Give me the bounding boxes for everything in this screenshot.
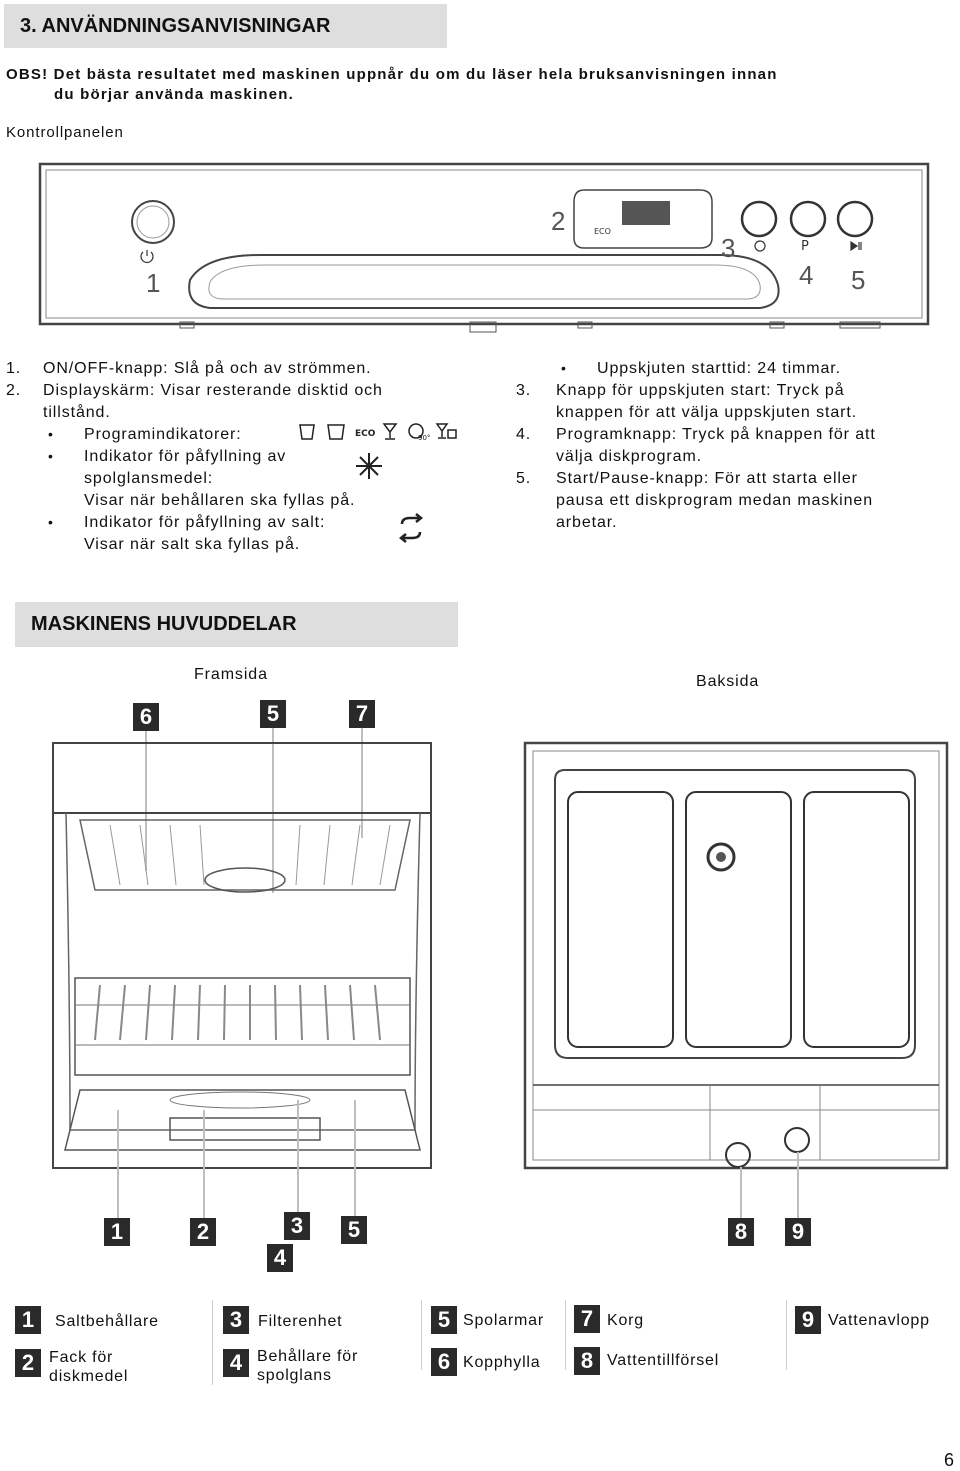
front-label: Framsida (194, 666, 268, 683)
front-marker-4: 4 (267, 1244, 293, 1272)
parts-title-bar: MASKINENS HUVUDDELAR (15, 602, 458, 647)
section-title: 3. ANVÄNDNINGSANVISNINGAR (20, 14, 331, 37)
legend-badge-9: 9 (795, 1306, 821, 1334)
front-marker-5-bottom: 5 (341, 1216, 367, 1244)
legend-text-5: Spolarmar (463, 1312, 545, 1329)
leader-line-5-bottom (354, 1100, 356, 1216)
legend-text-6: Kopphylla (463, 1354, 541, 1371)
leader-line-8 (740, 1167, 742, 1218)
legend-text-3: Filterenhet (258, 1313, 343, 1330)
back-view-illustration (523, 741, 949, 1170)
front-marker-3: 3 (284, 1212, 310, 1240)
legend-badge-5: 5 (431, 1306, 457, 1334)
leader-line-2 (203, 1110, 205, 1218)
panel-marker-1: 1 (146, 268, 161, 298)
front-marker-6: 6 (133, 703, 159, 731)
legend-badge-1: 1 (15, 1306, 41, 1334)
rinse-aid-indicator-icon (356, 453, 382, 479)
panel-marker-3: 3 (721, 233, 736, 263)
legend-badge-2: 2 (15, 1349, 41, 1377)
legend-text-9: Vattenavlopp (828, 1312, 930, 1329)
parts-title: MASKINENS HUVUDDELAR (31, 613, 297, 635)
back-marker-9: 9 (785, 1218, 811, 1246)
front-view-illustration (52, 742, 432, 1169)
legend-text-7: Korg (607, 1312, 644, 1329)
panel-marker-2: 2 (551, 206, 566, 236)
panel-marker-5: 5 (851, 265, 866, 295)
control-list-left: 1. ON/OFF-knapp: Slå på och av strömmen.… (6, 358, 466, 558)
legend-divider (421, 1300, 422, 1370)
legend-divider (565, 1300, 566, 1370)
legend-badge-6: 6 (431, 1348, 457, 1376)
salt-indicator-icon (398, 513, 424, 543)
control-panel-illustration: ECO P (38, 162, 930, 333)
back-marker-8: 8 (728, 1218, 754, 1246)
legend-badge-4: 4 (223, 1349, 249, 1377)
legend-text-1: Saltbehållare (55, 1313, 159, 1330)
leader-line-6 (145, 731, 147, 871)
panel-marker-4: 4 (799, 260, 814, 290)
leader-line-7 (361, 728, 363, 838)
front-marker-2: 2 (190, 1218, 216, 1246)
legend-divider (786, 1300, 787, 1370)
legend-badge-7: 7 (574, 1305, 600, 1333)
page-number: 6 (944, 1450, 955, 1470)
control-panel-label: Kontrollpanelen (6, 124, 124, 141)
leader-line-3 (297, 1100, 299, 1212)
leader-line-1 (117, 1110, 119, 1218)
program-button-symbol: P (801, 239, 809, 254)
front-marker-5-top: 5 (260, 700, 286, 728)
front-marker-1: 1 (104, 1218, 130, 1246)
leader-line-9 (797, 1152, 799, 1218)
legend-badge-3: 3 (223, 1306, 249, 1334)
section-title-bar: 3. ANVÄNDNINGSANVISNINGAR (4, 4, 447, 48)
control-list-right: Uppskjuten starttid: 24 timmar. 3. Knapp… (516, 358, 956, 538)
svg-text:90°: 90° (418, 434, 430, 442)
legend-text-8: Vattentillförsel (607, 1352, 720, 1369)
legend-divider (212, 1300, 213, 1385)
legend-badge-8: 8 (574, 1347, 600, 1375)
obs-note: OBS! Det bästa resultatet med maskinen u… (6, 66, 778, 103)
eco-symbol: ECO (594, 227, 611, 236)
front-marker-7: 7 (349, 700, 375, 728)
program-indicator-icons: ECO 90° (299, 423, 457, 543)
back-label: Baksida (696, 673, 760, 690)
svg-text:ECO: ECO (355, 429, 376, 439)
leader-line-5-top (272, 728, 274, 893)
